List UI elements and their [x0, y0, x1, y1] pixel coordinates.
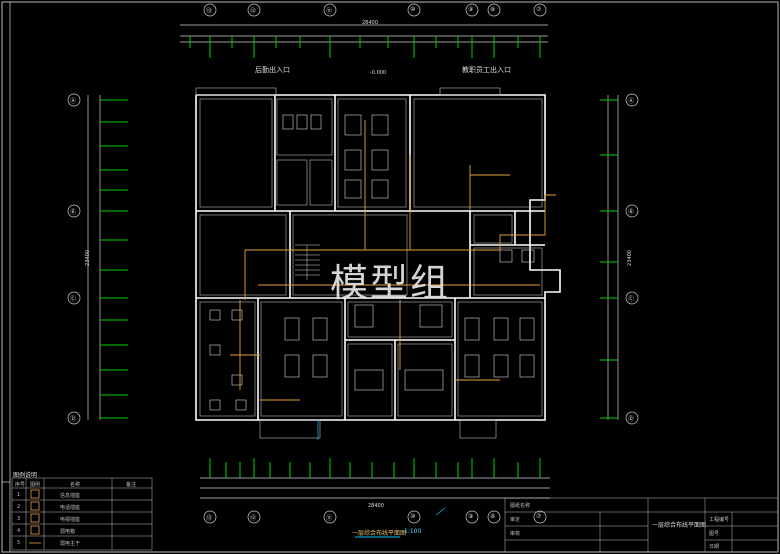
- wiring-routes: [230, 120, 556, 401]
- axis-bottom-7: ⑦: [536, 513, 542, 520]
- legend-row-no: 5: [17, 540, 21, 546]
- axis-bottom-5: ⑨: [468, 513, 474, 520]
- bottom-dimension-ticks: [209, 458, 541, 478]
- axis-bottom-6: ⑧: [490, 513, 496, 520]
- legend-header-name: 名称: [70, 482, 81, 488]
- dim-left-total: 23400: [84, 250, 91, 266]
- bottom-axis-group: [200, 477, 550, 524]
- legend-row-no: 1: [17, 492, 21, 498]
- axis-bottom-3: ⑪: [326, 515, 333, 522]
- right-axis-group: [607, 93, 639, 425]
- left-axis-group: [67, 93, 101, 425]
- legend-row-name: 弱电箱: [60, 529, 76, 535]
- dim-right-total: 23400: [626, 250, 633, 266]
- drawing-title: 一层综合布线平面图: [352, 530, 407, 537]
- legend-title: 图例说明: [13, 472, 38, 479]
- title-block-left-row: 审定: [510, 517, 521, 523]
- legend-header-no: 序号: [15, 482, 26, 488]
- annotation-marks: [317, 420, 446, 516]
- axis-left-4: Ⓓ: [70, 416, 77, 423]
- axis-bottom-4: ⑩: [410, 513, 416, 520]
- legend-symbols: [29, 489, 41, 544]
- legend-table-frame: [11, 477, 153, 551]
- legend-row-name: 信息插座: [60, 493, 81, 499]
- level-mark: -0.000: [370, 70, 387, 76]
- legend-row-name: 弱电主干: [60, 541, 81, 547]
- axis-bottom-2: ⑫: [250, 515, 257, 522]
- title-block-right-row: 日期: [709, 544, 720, 550]
- legend-row-no: 3: [17, 516, 21, 522]
- axis-top-6: ⑧: [490, 6, 496, 13]
- legend-row-no: 2: [17, 504, 21, 510]
- title-block-frame: [504, 497, 779, 553]
- axis-bottom-1: ⑬: [206, 515, 213, 522]
- left-dimension-ticks: [100, 99, 128, 419]
- right-dimension-ticks: [600, 99, 618, 419]
- legend-header-symbol: 图例: [30, 482, 41, 488]
- axis-right-2: Ⓑ: [628, 209, 635, 216]
- entrance-left-label: 后勤出入口: [255, 66, 290, 74]
- axis-top-7: ⑦: [536, 6, 542, 13]
- inner-partitions: [195, 87, 543, 439]
- axis-left-1: Ⓐ: [70, 98, 77, 105]
- dim-bottom-total: 28400: [368, 503, 384, 509]
- title-block-right-row: 图号: [709, 531, 720, 537]
- axis-right-4: Ⓓ: [628, 416, 635, 423]
- axis-top-2: ⑫: [250, 8, 257, 15]
- building-walls: [195, 94, 561, 421]
- title-block-drawing-name: 一层综合布线平面图: [652, 522, 707, 529]
- axis-top-3: ⑪: [326, 8, 333, 15]
- axis-left-3: Ⓒ: [70, 296, 77, 303]
- axis-right-3: Ⓒ: [628, 296, 635, 303]
- axis-top-4: ⑩: [410, 6, 416, 13]
- watermark-text: 模型组: [330, 261, 451, 305]
- title-block-right-row: 工程编号: [709, 517, 730, 523]
- top-axis-group: [180, 3, 548, 43]
- legend-row-name: 电话插座: [60, 505, 81, 511]
- legend-row-no: 4: [17, 528, 21, 534]
- legend-header-note: 备注: [126, 482, 137, 488]
- title-block-left-row: 图纸名称: [510, 503, 531, 509]
- top-dimension-ticks: [189, 36, 541, 58]
- dim-top-total: 28400: [362, 20, 378, 26]
- axis-right-1: Ⓐ: [628, 98, 635, 105]
- axis-top-5: ⑨: [468, 6, 474, 13]
- axis-top-1: ⑬: [206, 8, 213, 15]
- title-block-left-row: 审核: [510, 531, 521, 537]
- axis-left-2: Ⓑ: [70, 209, 77, 216]
- entrance-right-label: 教职员工出入口: [462, 66, 511, 74]
- legend-row-name: 电视插座: [60, 517, 81, 523]
- drawing-scale: 1:100: [404, 528, 422, 535]
- furniture-groups: [209, 114, 535, 411]
